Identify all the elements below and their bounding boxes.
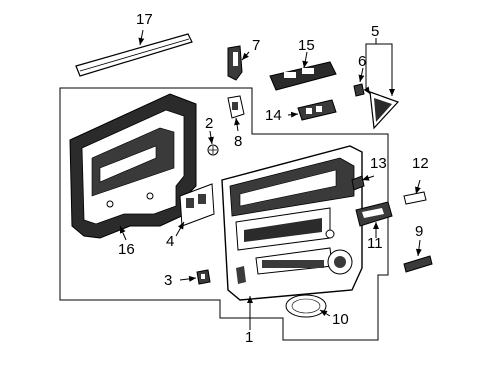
callout-10: 10 <box>332 311 349 328</box>
callout-16: 16 <box>118 241 135 258</box>
small-switch <box>353 83 365 97</box>
callout-13: 13 <box>370 155 387 172</box>
callout-9: 9 <box>415 223 423 240</box>
reflector-9 <box>403 255 433 273</box>
switch-cluster <box>297 99 337 121</box>
clip-13 <box>351 175 365 191</box>
switch-panel <box>269 61 337 91</box>
door-inner-frame <box>69 93 197 239</box>
bracket-small <box>196 269 211 285</box>
callout-17: 17 <box>136 11 153 28</box>
pull-cup <box>227 95 245 119</box>
handle-part <box>227 45 243 81</box>
callout-12: 12 <box>412 155 429 172</box>
clip-part <box>207 144 219 156</box>
callout-1: 1 <box>245 329 253 346</box>
molding-strip <box>75 33 193 77</box>
speaker-grille <box>285 294 327 318</box>
pad-12 <box>403 191 427 205</box>
callout-4: 4 <box>166 233 174 250</box>
door-trim-panel <box>221 145 363 301</box>
callout-7: 7 <box>252 37 260 54</box>
callout-labels: 17 7 15 5 6 2 8 14 13 12 16 4 11 9 3 10 … <box>118 11 429 346</box>
triangle-trim <box>369 91 400 130</box>
assembly-outline <box>59 87 389 341</box>
callout-14: 14 <box>265 107 282 124</box>
bracket-plate <box>179 183 215 227</box>
callout-11: 11 <box>367 235 383 252</box>
callout-5: 5 <box>371 23 379 40</box>
callout-15: 15 <box>298 37 315 54</box>
handle-bezel <box>355 201 393 227</box>
callout-2: 2 <box>205 115 213 132</box>
leader-lines <box>119 29 422 330</box>
callout-3: 3 <box>164 272 172 289</box>
callout-8: 8 <box>234 133 242 150</box>
callout-6: 6 <box>358 53 366 70</box>
